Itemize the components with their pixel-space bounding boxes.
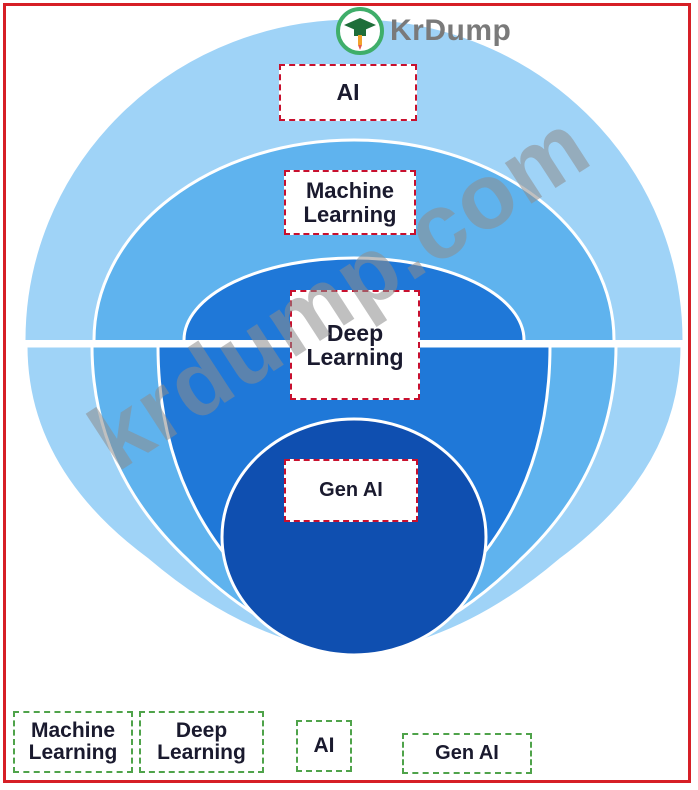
- option-deep-learning[interactable]: Deep Learning: [139, 711, 264, 773]
- option-dl-line1: Deep: [175, 718, 228, 742]
- target-dl-line1: Deep: [326, 319, 384, 346]
- target-dl-line2: Learning: [306, 344, 404, 370]
- brand-logo: KrDump: [336, 6, 511, 56]
- target-gen-ai[interactable]: Gen AI: [284, 459, 418, 522]
- target-ai-label: AI: [336, 79, 360, 106]
- option-ai[interactable]: AI: [296, 720, 352, 772]
- genai-circle: [220, 417, 488, 657]
- option-gen-ai[interactable]: Gen AI: [402, 733, 532, 774]
- diagram-frame: [3, 3, 691, 783]
- option-ai-label: AI: [313, 733, 335, 757]
- option-dl-line2: Learning: [157, 741, 246, 764]
- option-genai-label: Gen AI: [435, 742, 499, 764]
- option-machine-learning[interactable]: Machine Learning: [13, 711, 133, 773]
- target-machine-learning[interactable]: Machine Learning: [284, 170, 416, 235]
- target-ml-line2: Learning: [303, 201, 397, 227]
- logo-text: KrDump: [390, 14, 512, 47]
- target-ml-line1: Machine: [305, 178, 395, 204]
- target-deep-learning[interactable]: Deep Learning: [290, 290, 420, 400]
- target-ai[interactable]: AI: [279, 64, 417, 121]
- graduation-cap-icon: [336, 7, 384, 55]
- option-ml-line1: Machine: [30, 718, 116, 742]
- option-ml-line2: Learning: [28, 741, 118, 764]
- target-genai-label: Gen AI: [319, 479, 383, 501]
